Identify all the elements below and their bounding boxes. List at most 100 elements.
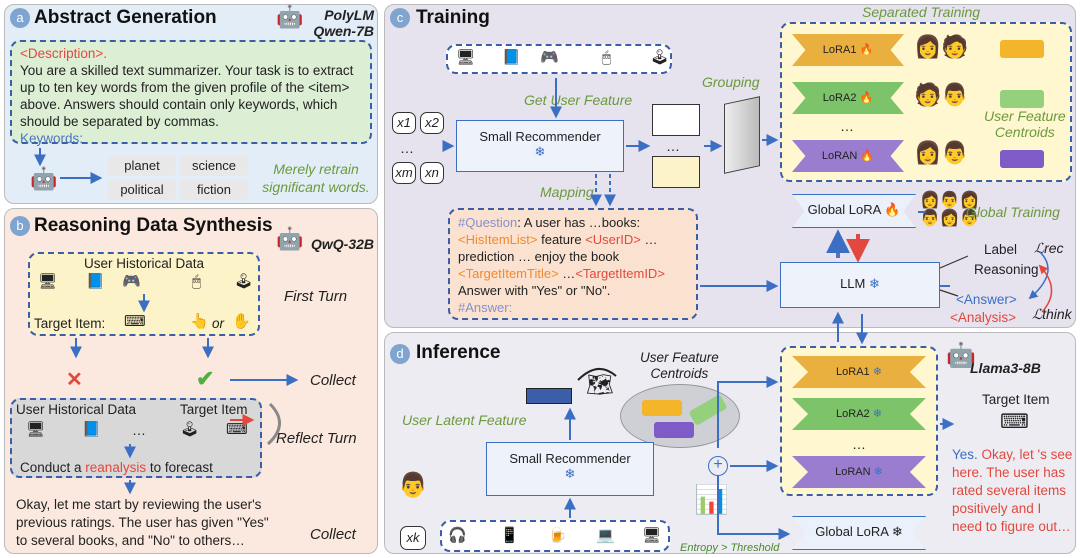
lora-adapter-2: LoRA2 ❄	[792, 398, 926, 430]
conduct-pre: Conduct a	[20, 460, 86, 475]
mapping-label: Mapping	[540, 184, 594, 200]
grouping-label: Grouping	[702, 74, 760, 90]
input-xm: xm	[392, 162, 416, 184]
keyword-tag: planet	[108, 156, 176, 176]
entropy-label: Entropy > Threshold	[680, 542, 780, 554]
computer-icon: 🖥	[26, 421, 46, 438]
arrow	[577, 368, 617, 381]
lora-label: LoRA1	[836, 366, 870, 378]
input-xk: xk	[400, 526, 426, 550]
arrow	[266, 402, 281, 446]
small-recommender-infer: Small Recommender ❄	[486, 442, 654, 496]
reasoning-output-text: Okay, let me start by reviewing the user…	[16, 497, 269, 548]
panel-b-model: QwQ-32B	[310, 236, 374, 252]
target-item-label: Target Item:	[34, 316, 106, 331]
bar-chart-icon: 📊	[694, 484, 729, 515]
reflect-history-label: User Historical Data	[16, 402, 137, 417]
retrain-note-line: significant words.	[262, 179, 370, 195]
ellipsis: …	[400, 140, 414, 156]
monitor-icon: 🖥	[642, 527, 662, 544]
first-turn-label: First Turn	[284, 288, 348, 305]
reflect-turn-box	[10, 398, 262, 478]
hand-point-icon: 👆	[190, 313, 209, 330]
keyword-tag: science	[180, 156, 248, 176]
frozen-icon: ❄	[872, 366, 882, 378]
small-recommender-train: Small Recommender ❄	[456, 120, 624, 172]
ellipsis: …	[132, 422, 146, 438]
arrow	[939, 289, 959, 297]
centroid-chip	[654, 422, 694, 438]
user-group-icon: 👩🧑	[914, 34, 969, 59]
frozen-icon: ❄	[873, 466, 883, 478]
fire-icon: 🔥	[859, 44, 874, 56]
computer-icon: 🖥	[456, 49, 476, 66]
abstract-prompt-box: <Description>. You are a skilled text su…	[10, 40, 372, 146]
prompt-p5: …	[558, 266, 576, 281]
ellipsis: …	[840, 118, 854, 134]
feature-matrix	[652, 156, 700, 188]
lora-adapter-2: LoRA2 🔥	[792, 82, 904, 114]
panel-c-title: Training	[416, 7, 490, 28]
arrow	[717, 376, 779, 448]
input-x1: x1	[392, 112, 416, 134]
latent-feature-label: User Latent Feature	[402, 412, 527, 428]
inference-output: Yes. Okay, let 's see here. The user has…	[952, 446, 1074, 536]
gamepad-icon: 🕹	[650, 49, 670, 66]
prompt-p2: feature	[537, 232, 586, 247]
lora-label: LoRAN	[821, 150, 858, 162]
inference-target-label: Target Item	[982, 392, 1050, 407]
prompt-p6: Answer with "Yes" or "No".	[458, 283, 611, 298]
beer-icon: 🍺	[548, 527, 567, 544]
arrow	[717, 476, 791, 540]
arrow	[1028, 251, 1049, 300]
laptop-icon: 💻	[596, 527, 615, 544]
panel-d-title: Inference	[416, 342, 501, 363]
combine-icon: +	[708, 456, 728, 476]
robot-icon: 🤖	[276, 4, 304, 29]
prompt-p3: …	[640, 232, 658, 247]
or-label: or	[212, 316, 225, 331]
centroid-chip	[1000, 150, 1044, 168]
centroids-line: User Feature	[984, 108, 1066, 124]
robot-small-icon: 🤖	[30, 166, 58, 191]
prompt-description-tag: <Description>.	[20, 46, 108, 61]
prompt-keywords: Keywords:	[20, 131, 84, 146]
recommender-label: Small Recommender	[509, 451, 631, 466]
conduct-post: to forecast	[146, 460, 213, 475]
keyboard-icon: ⌨	[1000, 411, 1029, 433]
switch-icon: 🎮	[540, 49, 559, 66]
centroid-chip	[1000, 40, 1044, 58]
frozen-icon: ❄	[891, 524, 903, 539]
question-prompt-box: #Question: A user has …books: <HisItemLi…	[448, 208, 698, 320]
global-lora-infer: Global LoRA ❄	[792, 516, 926, 550]
gamepad-icon: 🕹	[180, 421, 200, 438]
panel-b-title: Reasoning Data Synthesis	[34, 215, 273, 236]
history-sequence-box	[446, 44, 672, 74]
prompt-answer-tag: #Answer:	[458, 300, 513, 315]
latent-vector	[526, 388, 572, 404]
correct-mark-icon: ✔	[196, 366, 215, 391]
output-reasoning: Okay, let 's see here. The user has rate…	[952, 447, 1073, 534]
label-text: Label	[984, 242, 1018, 257]
fire-icon: 🔥	[860, 150, 875, 162]
retrain-note-line: Merely retrain	[273, 161, 359, 177]
arrow	[1038, 264, 1053, 313]
prompt-title: <TargetItemTitle>	[458, 266, 559, 281]
collect-label: Collect	[310, 526, 356, 543]
phone-icon: 📱	[500, 527, 519, 544]
answer-tag: <Answer>	[956, 292, 1017, 307]
collect-label: Collect	[310, 372, 356, 389]
arrow	[939, 255, 969, 269]
input-xn: xn	[420, 162, 444, 184]
lora-adapter-1: LoRA1 🔥	[792, 34, 904, 66]
panel-b-badge: b	[10, 216, 30, 236]
book-icon: 📘	[82, 421, 101, 438]
prompt-p4: prediction … enjoy the book	[458, 249, 620, 264]
retrain-note: Merely retrain significant words.	[258, 160, 374, 196]
frozen-icon: ❄	[872, 408, 882, 420]
wrong-mark-icon: ✕	[66, 369, 83, 391]
lora-adapter-n: LoRAN ❄	[792, 456, 926, 488]
prompt-tid: <TargetItemID>	[575, 266, 665, 281]
book-icon: 📘	[502, 49, 521, 66]
history-label: User Historical Data	[83, 256, 205, 271]
